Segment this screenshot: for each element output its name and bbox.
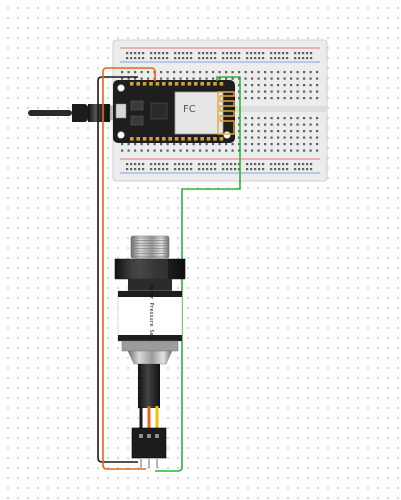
usb-cable [28,104,119,122]
sensor-cable [138,364,160,408]
nodemcu-board: FC [113,80,235,143]
ground-wire [97,76,138,463]
thread-lines [131,237,169,257]
shield-marking: FC [183,104,196,115]
usb-serial-chip [150,102,168,120]
pressure-sensor: Water Pressure Sensor [114,235,186,468]
sensor-thread [130,235,170,259]
three-pin-connector [131,427,167,459]
connector-pins [139,434,159,468]
sensor-label: Water Pressure Sensor [148,284,154,347]
micro-usb-port [115,103,127,119]
signal-wire [155,76,241,472]
pcb-antenna [217,91,235,135]
wires [97,67,241,472]
sensor-leads [139,406,159,430]
power-wire [102,67,156,470]
flash-button [130,115,144,126]
sensor-label-band [117,290,183,342]
reset-button [130,100,144,111]
wifi-shield [174,91,224,135]
header-pins [130,82,224,141]
